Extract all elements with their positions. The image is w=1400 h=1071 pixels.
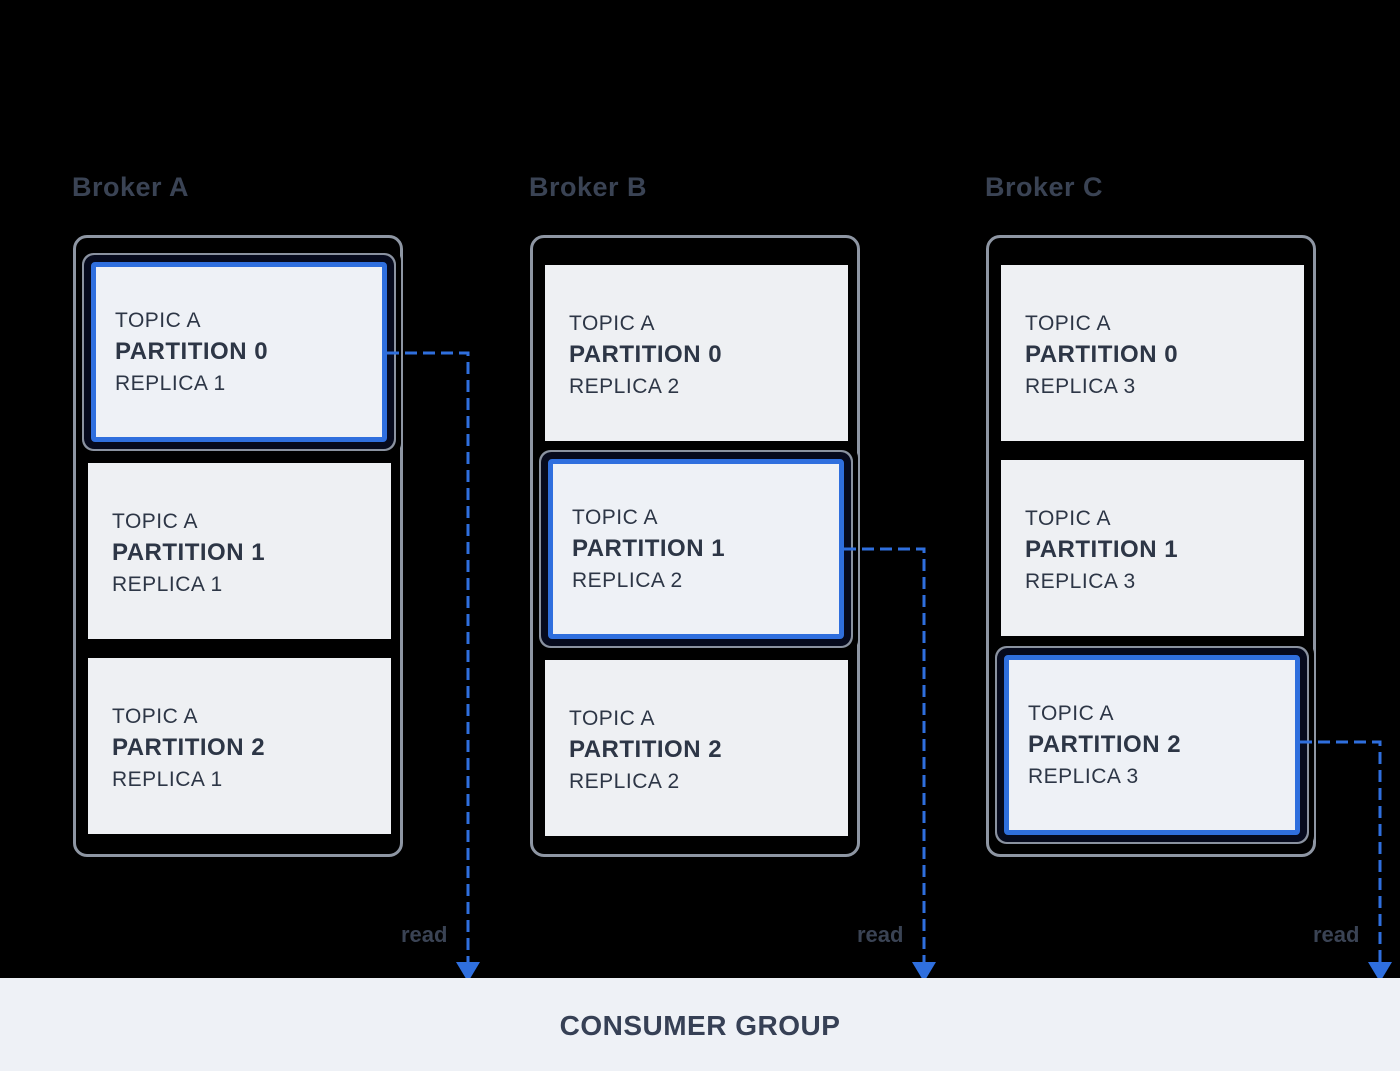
partition-label: PARTITION 1: [112, 539, 266, 566]
topic-label: TOPIC A: [569, 707, 655, 730]
replica-label: REPLICA 3: [1025, 375, 1136, 398]
broker-b: [530, 235, 860, 857]
topic-label: TOPIC A: [1025, 507, 1111, 530]
partition-label: PARTITION 1: [572, 535, 726, 562]
replica-label: REPLICA 3: [1028, 765, 1139, 788]
topic-label: TOPIC A: [572, 506, 658, 529]
partition-label: PARTITION 0: [569, 341, 723, 368]
partition-label: PARTITION 0: [115, 338, 269, 365]
broker-c-partition-1: TOPIC A PARTITION 1 REPLICA 3: [1001, 460, 1304, 636]
broker-a: [73, 235, 403, 857]
consumer-group-label: CONSUMER GROUP: [559, 1010, 841, 1041]
replica-label: REPLICA 1: [115, 372, 226, 395]
arrowhead-b: [912, 962, 936, 982]
arrowhead-a: [456, 962, 480, 982]
broker-a-label: Broker A: [72, 172, 190, 202]
replica-label: REPLICA 2: [569, 770, 680, 793]
read-label-b: read: [857, 922, 904, 947]
broker-b-partition-2: TOPIC A PARTITION 2 REPLICA 2: [545, 660, 848, 836]
broker-a-partition-2: TOPIC A PARTITION 2 REPLICA 1: [88, 658, 391, 834]
consumer-group: CONSUMER GROUP: [0, 978, 1400, 1071]
broker-c: [986, 235, 1316, 857]
partition-label: PARTITION 2: [1028, 731, 1182, 758]
broker-a-partition-1: TOPIC A PARTITION 1 REPLICA 1: [88, 463, 391, 639]
broker-b-partition-1-leader: TOPIC A PARTITION 1 REPLICA 2: [548, 459, 844, 639]
topic-label: TOPIC A: [1025, 312, 1111, 335]
read-arrow-broker-b: [844, 547, 926, 965]
topic-label: TOPIC A: [115, 309, 201, 332]
partition-label: PARTITION 1: [1025, 536, 1179, 563]
broker-c-label: Broker C: [985, 172, 1104, 202]
replica-label: REPLICA 1: [112, 573, 223, 596]
read-label-a: read: [401, 922, 448, 947]
topic-label: TOPIC A: [112, 705, 198, 728]
broker-b-label: Broker B: [529, 172, 648, 202]
arrowhead-c: [1368, 962, 1392, 982]
broker-c-partition-2-leader: TOPIC A PARTITION 2 REPLICA 3: [1004, 655, 1300, 835]
broker-a-partition-0-leader: TOPIC A PARTITION 0 REPLICA 1: [91, 262, 387, 442]
broker-c-partition-0: TOPIC A PARTITION 0 REPLICA 3: [1001, 265, 1304, 441]
broker-b-partition-0: TOPIC A PARTITION 0 REPLICA 2: [545, 265, 848, 441]
partition-label: PARTITION 0: [1025, 341, 1179, 368]
replica-label: REPLICA 2: [572, 569, 683, 592]
read-arrow-broker-c: [1300, 740, 1382, 965]
topic-label: TOPIC A: [112, 510, 198, 533]
replica-label: REPLICA 1: [112, 768, 223, 791]
replica-label: REPLICA 3: [1025, 570, 1136, 593]
topic-label: TOPIC A: [569, 312, 655, 335]
read-label-c: read: [1313, 922, 1360, 947]
partition-label: PARTITION 2: [112, 734, 266, 761]
partition-label: PARTITION 2: [569, 736, 723, 763]
read-arrow-broker-a: [387, 351, 470, 965]
replica-label: REPLICA 2: [569, 375, 680, 398]
topic-label: TOPIC A: [1028, 702, 1114, 725]
